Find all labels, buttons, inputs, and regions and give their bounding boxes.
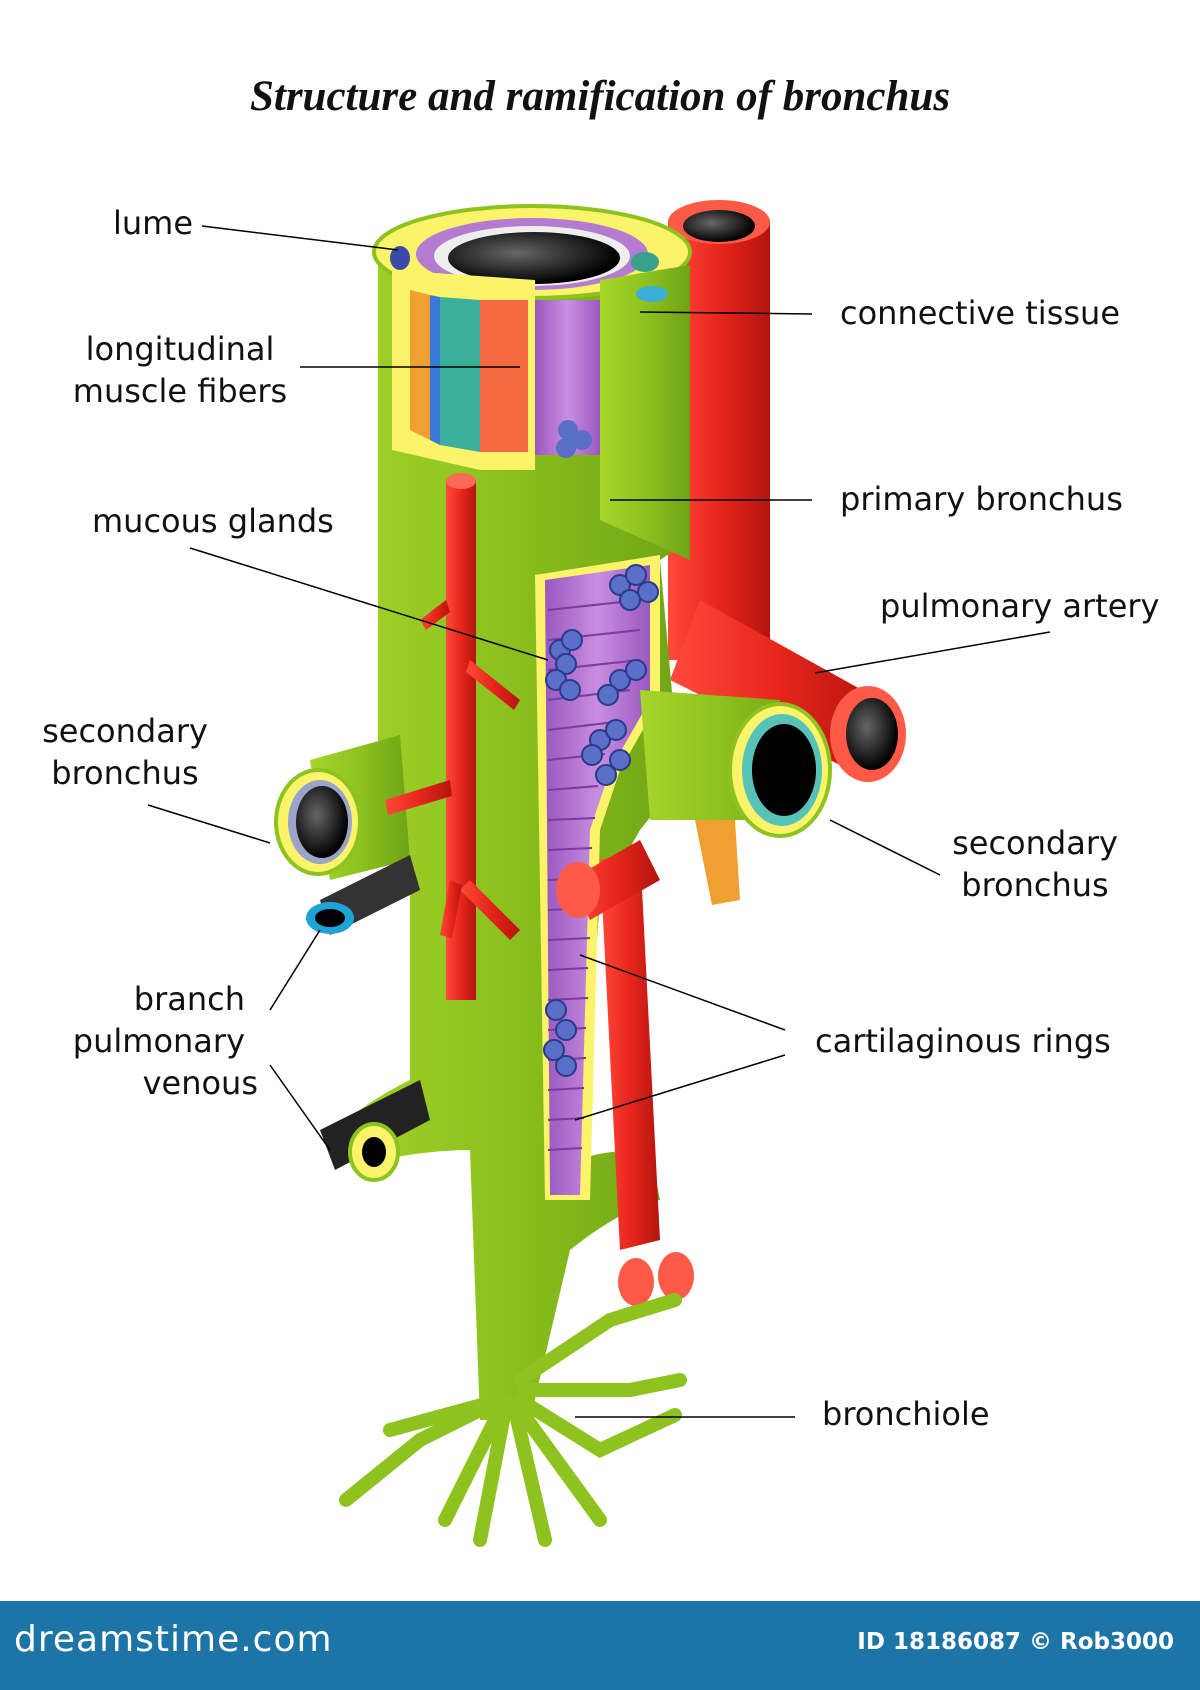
pulmonary-vein-upper xyxy=(306,855,420,935)
artery-descending xyxy=(556,840,694,1306)
label-lume: lume xyxy=(113,204,194,242)
right-secondary-bronchus xyxy=(640,690,832,905)
label-branch-3: venous xyxy=(142,1064,258,1102)
left-secondary-bronchus xyxy=(274,735,410,880)
bronchiole-branches xyxy=(339,1293,687,1547)
label-pulmonary-artery: pulmonary artery xyxy=(880,587,1160,625)
small-artery-left xyxy=(385,473,520,1000)
label-mucous-glands: mucous glands xyxy=(92,502,334,540)
label-longitudinal-2: muscle fibers xyxy=(72,372,288,410)
pulmonary-artery-branch xyxy=(670,600,906,782)
label-connective-tissue: connective tissue xyxy=(840,294,1120,332)
label-bronchiole: bronchiole xyxy=(822,1395,990,1433)
label-primary-bronchus: primary bronchus xyxy=(840,480,1123,518)
footer-bar: dreamstime.com ID 18186087 © Rob3000 xyxy=(0,1601,1200,1690)
label-secondary-left-2: bronchus xyxy=(51,754,199,792)
pulmonary-artery-trunk xyxy=(668,200,770,660)
label-branch-1: branch xyxy=(133,980,245,1018)
diagram-title: Structure and ramification of bronchus xyxy=(249,73,951,120)
primary-bronchus-top-section xyxy=(372,204,692,560)
label-secondary-right-1: secondary xyxy=(952,824,1118,862)
mucous-gland-clusters xyxy=(543,564,659,1077)
leader-lines xyxy=(147,225,1051,1418)
pulmonary-vein-lower xyxy=(320,1080,430,1182)
label-branch-2: pulmonary xyxy=(72,1022,245,1060)
label-secondary-left-1: secondary xyxy=(42,712,208,750)
label-cartilaginous-rings: cartilaginous rings xyxy=(815,1022,1111,1060)
label-longitudinal-1: longitudinal xyxy=(85,330,275,368)
footer-credit: ID 18186087 © Rob3000 xyxy=(857,1629,1174,1655)
bronchus-illustration xyxy=(147,200,1051,1547)
label-secondary-right-2: bronchus xyxy=(961,866,1109,904)
footer-site[interactable]: dreamstime.com xyxy=(14,1619,333,1660)
